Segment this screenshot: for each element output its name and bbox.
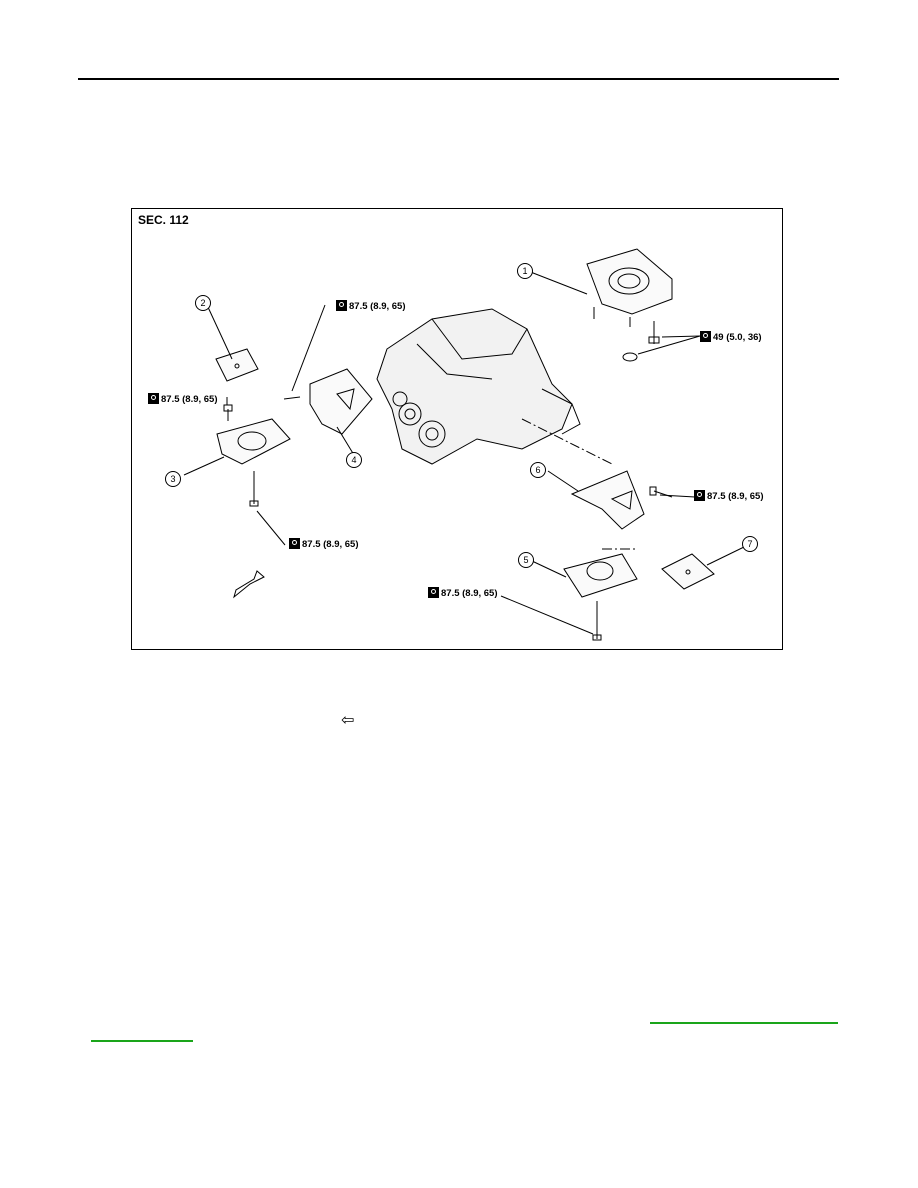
header-rule bbox=[78, 78, 839, 80]
engine-mount-figure: SEC. 112 bbox=[131, 208, 783, 650]
bracket-4-illustration bbox=[309, 368, 373, 435]
torque-label: 87.5 (8.9, 65) bbox=[428, 587, 498, 599]
torque-wrench-icon bbox=[289, 538, 300, 549]
callout-6: 6 bbox=[530, 462, 546, 478]
reference-link-line-2[interactable] bbox=[91, 1040, 193, 1042]
callout-7: 7 bbox=[742, 536, 758, 552]
callout-3: 3 bbox=[165, 471, 181, 487]
torque-label: 49 (5.0, 36) bbox=[700, 331, 762, 343]
mount-5-illustration bbox=[563, 553, 638, 598]
bracket-6-illustration bbox=[570, 470, 645, 530]
callout-5: 5 bbox=[518, 552, 534, 568]
torque-wrench-icon bbox=[700, 331, 711, 342]
callout-4: 4 bbox=[346, 452, 362, 468]
reference-link-line-1[interactable] bbox=[650, 1022, 838, 1024]
front-arrow-icon bbox=[233, 570, 265, 599]
callout-2: 2 bbox=[195, 295, 211, 311]
mount-3-illustration bbox=[216, 418, 291, 465]
torque-label: 87.5 (8.9, 65) bbox=[148, 393, 218, 405]
section-label: SEC. 112 bbox=[138, 213, 189, 227]
torque-label: 87.5 (8.9, 65) bbox=[289, 538, 359, 550]
front-arrow-legend-icon: ⇦ bbox=[341, 712, 355, 729]
callout-1: 1 bbox=[517, 263, 533, 279]
engine-illustration bbox=[376, 308, 573, 465]
mount-1-illustration bbox=[586, 248, 673, 315]
plate-7-illustration bbox=[661, 553, 715, 590]
torque-wrench-icon bbox=[428, 587, 439, 598]
exploded-view-drawing bbox=[183, 248, 745, 641]
torque-label: 87.5 (8.9, 65) bbox=[694, 490, 764, 502]
torque-wrench-icon bbox=[694, 490, 705, 501]
torque-wrench-icon bbox=[148, 393, 159, 404]
plate-2-illustration bbox=[215, 348, 259, 382]
torque-wrench-icon bbox=[336, 300, 347, 311]
torque-label: 87.5 (8.9, 65) bbox=[336, 300, 406, 312]
